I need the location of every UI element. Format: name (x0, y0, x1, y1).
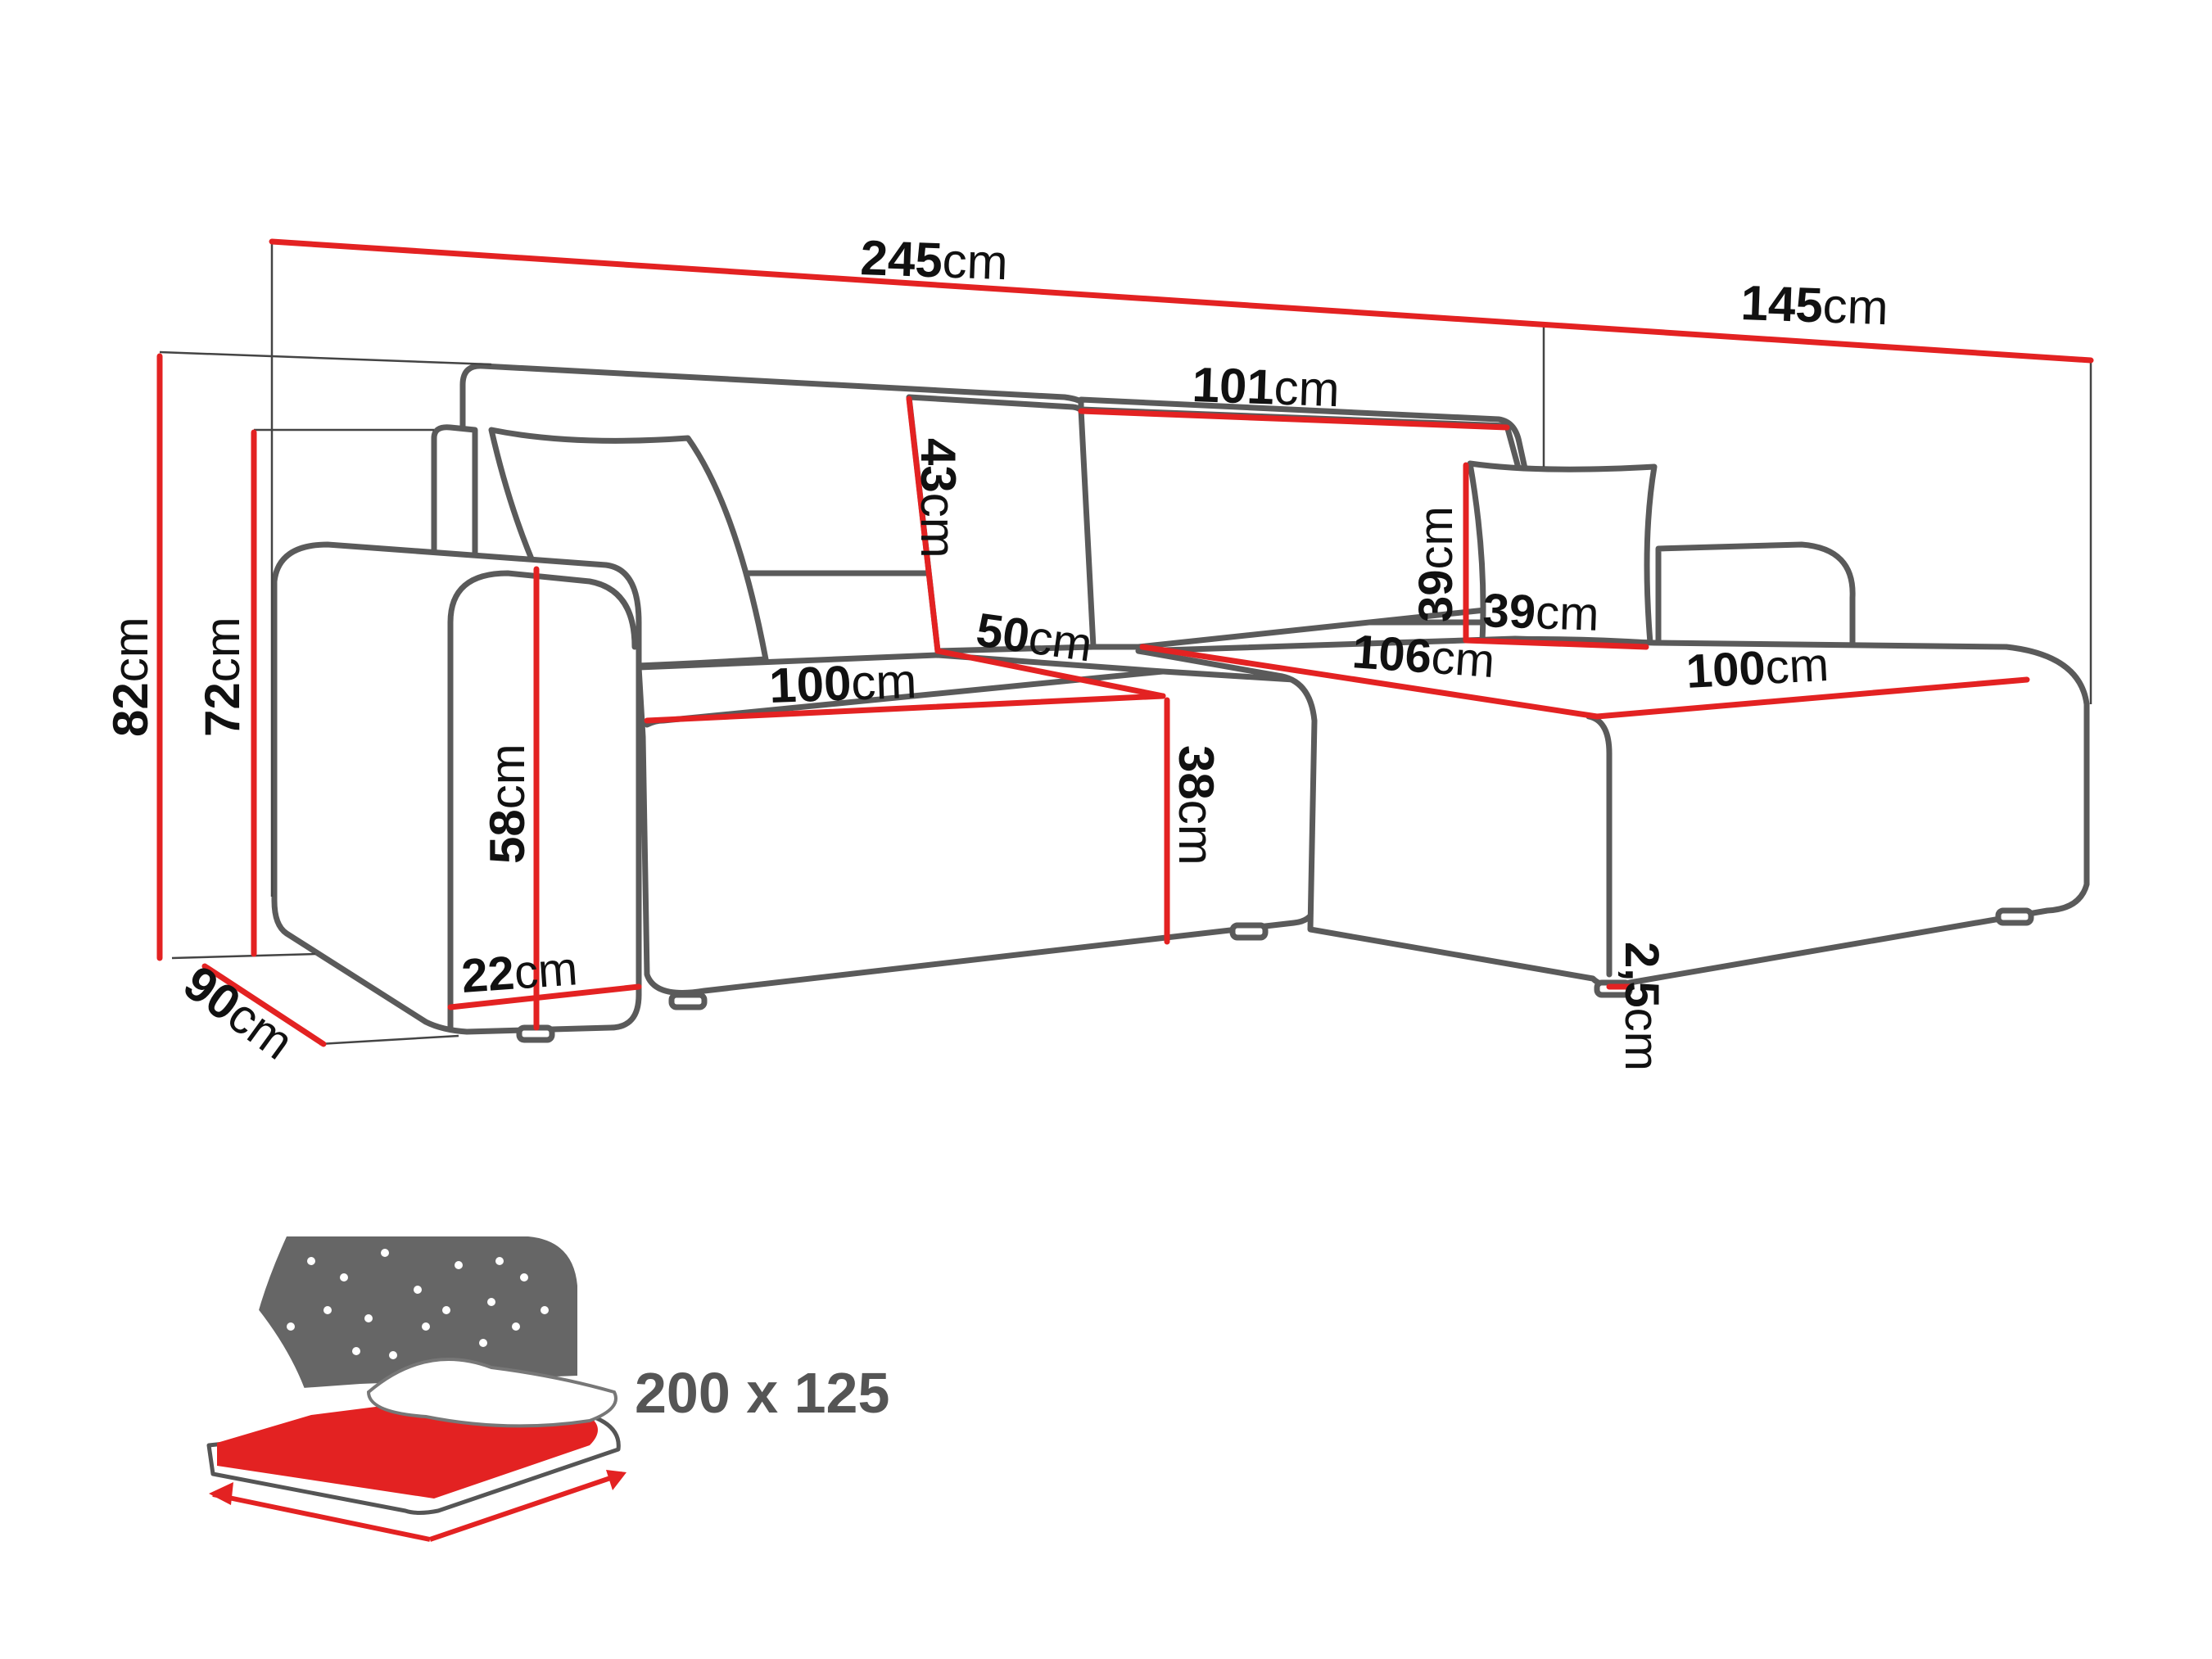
leg-front-right (1229, 922, 1269, 941)
star-icon (541, 1306, 549, 1314)
star-icon (455, 1261, 463, 1269)
armrest-left-inner (447, 570, 638, 650)
dim-line-corner-length (1139, 644, 1600, 720)
dim-line-armrest-width (447, 983, 642, 1010)
label-cushion-width: 39cm (1482, 584, 1600, 641)
dim-line-depth (201, 963, 327, 1047)
dim-line-chaise-seat (1594, 676, 2030, 720)
label-seat-width: 100cm (768, 653, 917, 713)
star-icon (520, 1273, 528, 1282)
back-cushion-left (431, 424, 478, 593)
star-icon (442, 1306, 450, 1314)
label-armrest-height: 58cm (480, 744, 535, 864)
star-icon (381, 1249, 389, 1257)
arrow-head-right-icon (606, 1470, 627, 1490)
label-leg-height: 2,5cm (1615, 942, 1668, 1071)
extension-lines (159, 242, 2092, 1046)
label-back-height: 72cm (195, 617, 250, 737)
dim-line-seat-width (644, 693, 1166, 724)
star-icon (389, 1351, 397, 1359)
dim-line-total-width (269, 238, 2094, 364)
star-icon (287, 1322, 295, 1331)
sofa-drawing (271, 363, 2090, 1043)
dim-line-seat-depth (934, 648, 1166, 699)
chaise-armrest-bolster (1655, 541, 1856, 658)
star-icon (340, 1273, 348, 1282)
label-seat-depth: 50cm (973, 603, 1096, 672)
armrest-left (271, 541, 642, 1035)
label-total-height: 82cm (103, 617, 158, 737)
label-cushion-height: 39cm (1409, 506, 1463, 622)
night-sky-icon (246, 1236, 577, 1392)
star-icon (414, 1286, 422, 1294)
star-icon (364, 1314, 373, 1322)
star-icon (512, 1322, 520, 1331)
star-icon (323, 1306, 332, 1314)
star-icon (307, 1257, 315, 1265)
moon-icon (246, 1294, 311, 1417)
label-depth: 90cm (174, 955, 303, 1069)
label-corner-length: 106cm (1350, 625, 1496, 688)
bed-length-arrow (212, 1492, 431, 1542)
stars-icon (287, 1249, 549, 1372)
label-back-section: 101cm (1192, 357, 1341, 417)
star-icon (479, 1339, 487, 1347)
star-icon (495, 1257, 504, 1265)
chaise-seat-cushion (1135, 635, 2090, 989)
bed-function-icon: 200 x 125 (206, 1236, 889, 1542)
dim-line-back-section (1078, 408, 1510, 431)
label-chaise-width: 145cm (1740, 275, 1889, 335)
arrow-head-left-icon (209, 1482, 233, 1505)
star-icon (352, 1347, 360, 1355)
label-chaise-seat-width: 100cm (1685, 638, 1830, 698)
dimension-lines (156, 238, 2094, 1047)
label-total-width: 245cm (860, 230, 1009, 290)
bed-size-label: 200 x 125 (635, 1361, 889, 1425)
dim-line-backrest-height (906, 396, 941, 654)
leg-chaise-back (1995, 907, 2034, 926)
leg-front-middle (668, 992, 708, 1010)
star-icon (487, 1298, 495, 1306)
label-backrest-height: 43cm (911, 438, 966, 558)
bed-width-arrow (429, 1471, 623, 1542)
star-icon (422, 1322, 430, 1331)
pillow-icon (366, 1358, 617, 1428)
dim-line-cushion-width (1463, 637, 1649, 650)
label-armrest-width: 22cm (459, 942, 579, 1003)
label-seat-height: 38cm (1169, 745, 1224, 866)
